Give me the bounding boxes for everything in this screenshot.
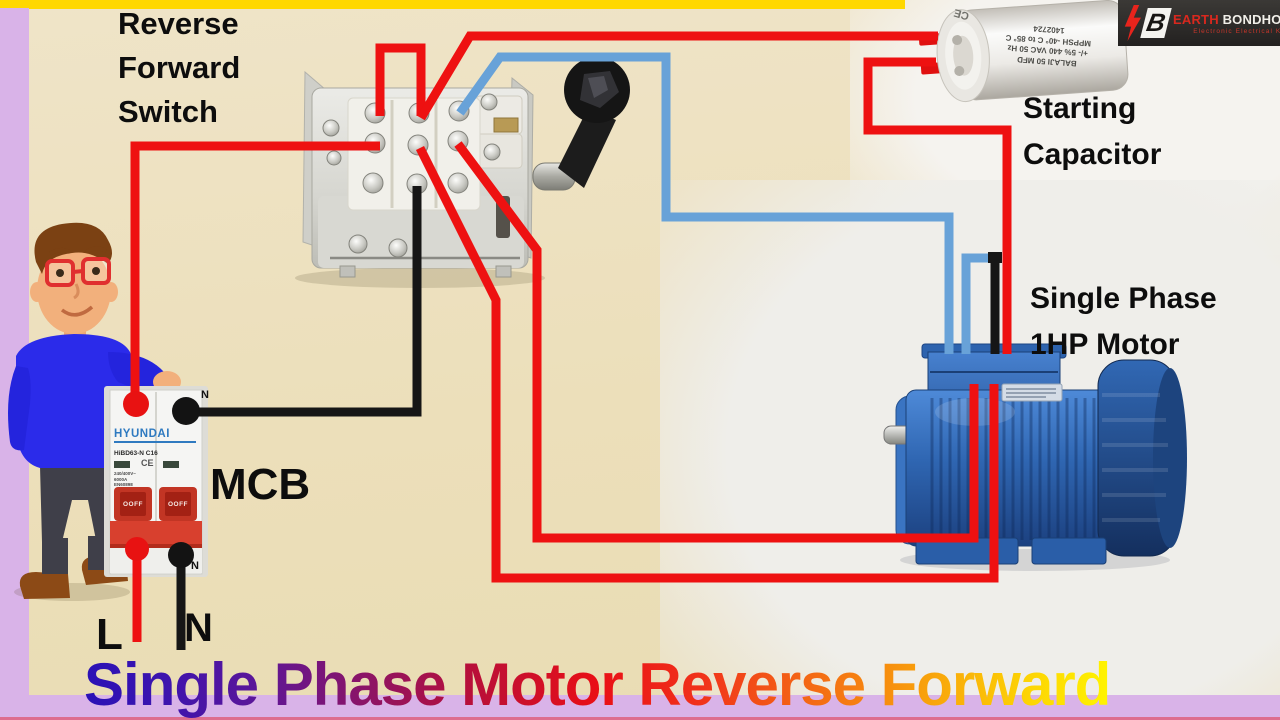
blue-wires (456, 52, 988, 354)
lightning-bolt-icon (1124, 5, 1141, 41)
motor-label: Single Phase 1HP Motor (1030, 276, 1217, 368)
wire-red-switch-to-capacitor (417, 31, 938, 121)
wire-red-switch-jumper (375, 43, 426, 116)
mcb-bottom-neutral-mark: N (191, 560, 199, 572)
logo-tagline: Electronic Electrical Kits (1193, 27, 1280, 35)
wire-blue-switch-to-motor (456, 52, 954, 354)
wire-red-mcb-to-switch (130, 141, 380, 402)
mcb-device (104, 386, 208, 577)
frame-strip-bottom-edge (0, 717, 1280, 720)
terminal-screws (322, 93, 501, 258)
label-line: Single Phase (1030, 282, 1217, 315)
mcb-top-neutral-mark: N (201, 389, 209, 401)
neutral-terminal-label: N (184, 606, 213, 650)
switch-handle-arm (558, 108, 616, 188)
mcb-rocker-right-text: OOFF (167, 501, 189, 508)
logo-monogram-letter: B (1144, 8, 1168, 37)
wire-black-switch-to-mcb-neutral (196, 186, 422, 417)
logo-word-earth: EARTH (1173, 11, 1219, 27)
label-line: Starting (1023, 92, 1137, 125)
mcb-rating-bar (163, 461, 179, 468)
mcb-rating-bar (114, 461, 130, 468)
mcb-spec-line: 6000A (114, 476, 128, 482)
hair (34, 222, 112, 274)
label-line: Switch (118, 94, 218, 129)
reverse-forward-switch-label: Reverse Forward Switch (118, 2, 240, 134)
starting-capacitor-label: Starting Capacitor (1023, 86, 1161, 178)
drum-switch (295, 57, 630, 288)
banner-title: Single Phase Motor Reverse Forward (84, 651, 1111, 718)
mcb-terminal-dots (123, 391, 200, 568)
mcb-spec-line: 240/400V~ (114, 471, 136, 476)
wire-blue-motor-bridge (961, 253, 988, 354)
label-line: Reverse (118, 6, 239, 41)
wire-red-capacitor-to-motor (863, 57, 1012, 354)
mcb-brand-text: HYUNDAI (114, 428, 196, 443)
logo-monogram: B (1140, 8, 1172, 38)
wire-red-switch-to-motor-outer (415, 145, 999, 583)
logo-word-bondhon: BONDHON (1222, 11, 1280, 27)
mcb-label: MCB (210, 460, 311, 509)
label-line: 1HP Motor (1030, 328, 1180, 361)
mcb-spec-line: EN60898 (114, 482, 133, 487)
wire-red-switch-to-motor-inner (454, 141, 979, 543)
earth-bondhon-logo: B EARTH BONDHON Electronic Electrical Ki… (1118, 0, 1280, 46)
line-terminal-label: L (96, 610, 123, 659)
cartoon-man (8, 222, 181, 601)
frame-strip-top (0, 0, 905, 9)
motor-fins (930, 398, 1096, 540)
red-wires (130, 31, 1012, 642)
label-line: Forward (118, 50, 241, 85)
mcb-model-text: HiBD63-N C16 (114, 450, 158, 457)
mcb-ce-mark: CE (141, 458, 154, 468)
mcb-spec-text: 240/400V~ 6000A EN60898 (114, 471, 136, 488)
frame-strip-bottom (0, 695, 1280, 720)
mcb-rocker-left-text: OOFF (122, 501, 144, 508)
label-line: Capacitor (1023, 138, 1162, 171)
starting-capacitor (918, 0, 1129, 103)
